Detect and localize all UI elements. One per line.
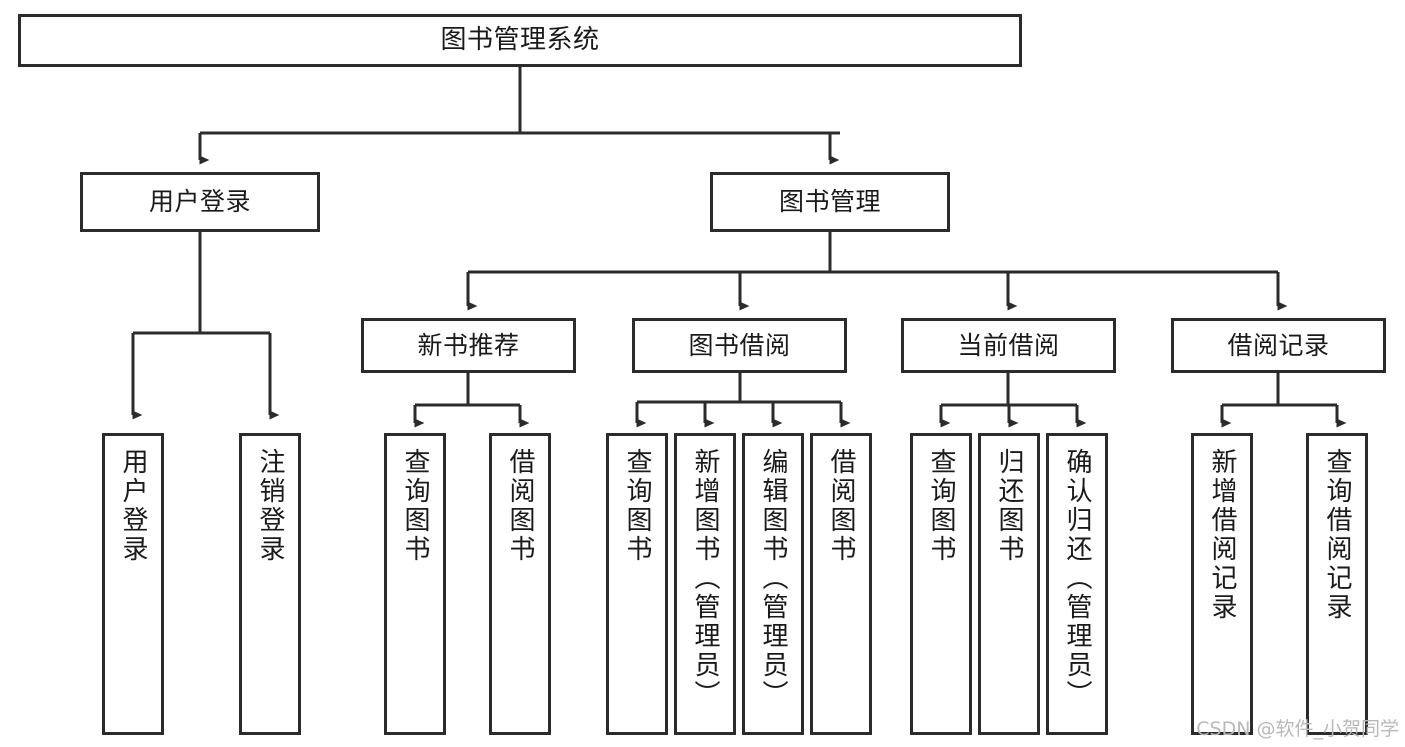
node-leaf-query-book-3[interactable]: 查询图书: [910, 433, 972, 735]
node-leaf-add-record-label: 新增借阅记录: [1207, 448, 1237, 622]
node-borrow-record-label: 借阅记录: [1227, 330, 1330, 360]
node-leaf-edit-book[interactable]: 编辑图书（管理员）: [742, 433, 804, 735]
node-leaf-add-record[interactable]: 新增借阅记录: [1191, 433, 1253, 735]
node-leaf-borrow-book-2[interactable]: 借阅图书: [810, 433, 872, 735]
node-leaf-add-book-label: 新增图书（管理员）: [690, 448, 720, 709]
node-leaf-borrow-book-2-label: 借阅图书: [826, 448, 856, 564]
node-leaf-query-book-3-label: 查询图书: [926, 448, 956, 564]
node-leaf-query-book-2[interactable]: 查询图书: [606, 433, 668, 735]
node-leaf-logout-label: 注销登录: [255, 448, 285, 564]
node-new-book-rec-label: 新书推荐: [417, 330, 520, 360]
node-user-login[interactable]: 用户登录: [80, 172, 320, 232]
node-leaf-query-record[interactable]: 查询借阅记录: [1306, 433, 1368, 735]
node-leaf-confirm-return-label: 确认归还（管理员）: [1062, 448, 1092, 709]
node-current-borrow[interactable]: 当前借阅: [901, 318, 1116, 373]
node-leaf-return-book[interactable]: 归还图书: [978, 433, 1040, 735]
node-leaf-add-book[interactable]: 新增图书（管理员）: [674, 433, 736, 735]
node-leaf-query-book-1[interactable]: 查询图书: [384, 433, 446, 735]
node-current-borrow-label: 当前借阅: [957, 330, 1060, 360]
node-leaf-query-book-2-label: 查询图书: [622, 448, 652, 564]
node-leaf-user-login-label: 用户登录: [118, 448, 148, 564]
node-leaf-confirm-return[interactable]: 确认归还（管理员）: [1046, 433, 1108, 735]
node-new-book-rec[interactable]: 新书推荐: [361, 318, 576, 373]
node-leaf-edit-book-label: 编辑图书（管理员）: [758, 448, 788, 709]
node-leaf-borrow-book-1[interactable]: 借阅图书: [489, 433, 551, 735]
node-root-label: 图书管理系统: [440, 25, 600, 56]
node-leaf-query-record-label: 查询借阅记录: [1322, 448, 1352, 622]
node-book-borrow-label: 图书借阅: [688, 330, 791, 360]
node-book-borrow[interactable]: 图书借阅: [632, 318, 847, 373]
node-user-login-label: 用户登录: [148, 187, 251, 217]
watermark-text: CSDN @软件_小贺同学: [1196, 718, 1399, 740]
node-leaf-borrow-book-1-label: 借阅图书: [505, 448, 535, 564]
node-book-manage-label: 图书管理: [778, 187, 881, 217]
node-leaf-logout[interactable]: 注销登录: [239, 433, 301, 735]
node-leaf-query-book-1-label: 查询图书: [400, 448, 430, 564]
node-root[interactable]: 图书管理系统: [18, 14, 1022, 67]
node-leaf-user-login[interactable]: 用户登录: [102, 433, 164, 735]
node-borrow-record[interactable]: 借阅记录: [1171, 318, 1386, 373]
node-book-manage[interactable]: 图书管理: [710, 172, 950, 232]
node-leaf-return-book-label: 归还图书: [994, 448, 1024, 564]
